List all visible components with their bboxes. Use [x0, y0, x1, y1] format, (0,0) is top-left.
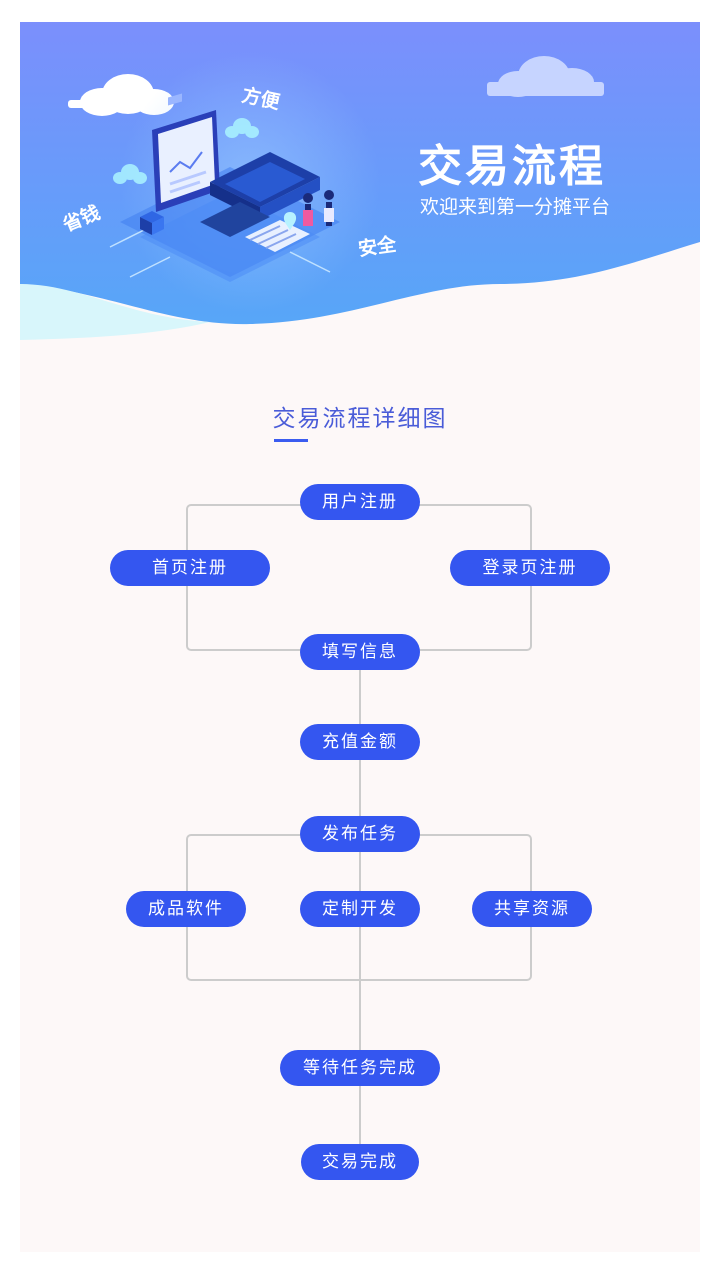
hero-title: 交易流程 [418, 141, 606, 192]
location-pin-icon [283, 212, 297, 230]
hero-subtitle: 欢迎来到第一分摊平台 [420, 196, 611, 218]
cube-icon [140, 211, 164, 235]
step-login-register: 登录页注册 [450, 550, 610, 586]
step-trade-complete: 交易完成 [301, 1144, 419, 1180]
step-recharge: 充值金额 [300, 724, 420, 760]
step-shared-resources: 共享资源 [472, 891, 592, 927]
small-cloud-icon-2 [225, 118, 259, 138]
cloud-right-icon [487, 56, 604, 97]
hero-banner: 方便 省钱 安全 交易流程 欢迎来到第一分摊平台 [20, 22, 700, 352]
step-wait-complete: 等待任务完成 [280, 1050, 440, 1086]
section-underline [274, 439, 308, 442]
monitor-icon [152, 93, 220, 212]
page-container: 方便 省钱 安全 交易流程 欢迎来到第一分摊平台 交易流程详细图 用户注册 首页… [20, 22, 700, 1252]
section-title: 交易流程详细图 [272, 406, 448, 432]
step-finished-software: 成品软件 [126, 891, 246, 927]
hero-illustration [20, 22, 700, 340]
step-custom-dev: 定制开发 [300, 891, 420, 927]
server-blocks-icon [200, 152, 320, 252]
step-fill-info: 填写信息 [300, 634, 420, 670]
step-publish-task: 发布任务 [300, 816, 420, 852]
step-home-register: 首页注册 [110, 550, 270, 586]
small-cloud-icon [113, 164, 147, 184]
step-user-register: 用户注册 [300, 484, 420, 520]
people-icon [303, 190, 334, 226]
